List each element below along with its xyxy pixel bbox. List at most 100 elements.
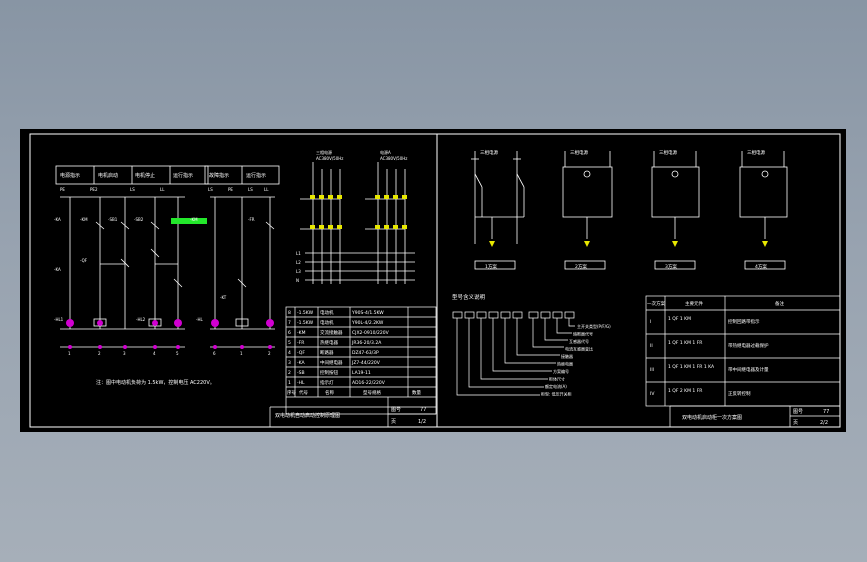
device-label: -SB2 <box>134 217 144 222</box>
terminal-numbers: 1 2 3 4 5 6 1 2 <box>68 351 271 356</box>
parts-cell-no: 5 <box>288 340 291 346</box>
table-header-cell: 代号 <box>299 389 308 396</box>
table-header-cell: 序号 <box>287 389 296 396</box>
parts-cell-name: 电动机 <box>320 309 334 316</box>
parts-cell-name: 交流接触器 <box>320 329 343 336</box>
device-label: -KA <box>54 267 61 272</box>
parts-cell-spec: JZ7-44/220V <box>351 360 381 366</box>
device-label: -HL <box>196 317 203 322</box>
device-label: -KM <box>190 217 198 222</box>
title-block-left: 双电动机自动启动控制原理图 图号 77 页 1/2 <box>275 407 426 425</box>
title-block-right: 双电动机启动柜一次方案图 图号 77 页 2/2 <box>682 409 829 426</box>
unit-scheme-label: 3方案 <box>665 263 677 270</box>
parts-cell-no: 7 <box>288 320 291 326</box>
device-label: -FR <box>248 217 255 222</box>
device-label: -KA <box>54 217 61 222</box>
device-labels: -KA -KM -SB1 -SB2 -KA -QF -HL1 -HL2 -KM … <box>54 217 255 322</box>
control-circuit <box>55 165 280 348</box>
sheet-label: 图号 <box>391 407 401 413</box>
scheme-cell-id: IV <box>650 391 655 397</box>
parts-cell-code: -SB <box>297 370 305 376</box>
bus-label: L3 <box>296 269 301 274</box>
device-label: -KT <box>220 295 227 300</box>
sub-header-label: LS <box>248 187 253 192</box>
device-label: -KM <box>80 217 88 222</box>
table-header-cell: 名称 <box>325 389 334 396</box>
table-header-cell: 型号规格 <box>363 389 381 396</box>
parts-cell-spec: AD16-22/220V <box>352 380 386 386</box>
model-code-item: 柜型: 低压开关柜 <box>541 391 572 397</box>
model-code-item: 热继电器 <box>557 361 573 367</box>
scheme-header-cell: 备注 <box>775 300 784 307</box>
bus-label: L1 <box>296 251 301 256</box>
parts-cell-code: -QF <box>297 350 305 356</box>
scheme-header-cell: 一次方案 <box>647 300 665 307</box>
model-code-item: 额定电流(A) <box>545 383 567 389</box>
model-code-item: 接触器 <box>561 353 573 359</box>
primary-arrows <box>489 241 768 247</box>
parts-cell-spec: CJX2-0910/220V <box>352 330 390 336</box>
table-header-cell: 数量 <box>412 389 421 396</box>
sub-header-label: LS <box>130 187 135 192</box>
drawing-sheet: 电源指示 电机启动 电机停止 运行指示 故障指示 运行指示 PE PE2 LS … <box>20 129 846 432</box>
parts-cell-no: 3 <box>288 360 291 366</box>
sub-header-label: LS <box>208 187 213 192</box>
terminal-number: 3 <box>123 351 126 356</box>
parts-cell-name: 中间继电器 <box>320 359 343 366</box>
feeder-markers <box>310 195 407 229</box>
scheme-cell-note: 带中间继电器及计量 <box>728 366 769 373</box>
header-cell: 电机启动 <box>98 172 118 179</box>
scheme-cell-elements: 1 QF 2 KM 1 FR <box>668 388 702 394</box>
parts-cell-spec: JR36-20/3.2A <box>351 340 382 346</box>
feeder-top-label: AC380V/50Hz <box>380 156 407 161</box>
terminal-number: 2 <box>268 351 271 356</box>
device-label: -HL2 <box>136 317 146 322</box>
parts-cell-no: 1 <box>288 380 291 386</box>
model-code-item: 主开关类型(P/F/G) <box>577 323 611 329</box>
terminal-markers <box>66 319 274 349</box>
parts-cell-no: 6 <box>288 330 291 336</box>
header-cell: 故障指示 <box>209 172 229 179</box>
sub-header-label: PE <box>228 187 233 192</box>
feeder-top-label: 三相电源 <box>316 149 332 155</box>
terminal-number: 5 <box>176 351 179 356</box>
unit-scheme-label: 2方案 <box>575 263 587 270</box>
device-label: -HL1 <box>54 317 64 322</box>
parts-cell-spec: Y90S-4/1.5KW <box>351 310 384 316</box>
header-cell: 运行指示 <box>246 172 266 179</box>
sub-header-label: PE <box>60 187 65 192</box>
drawing-title: 双电动机自动启动控制原理图 <box>275 412 340 419</box>
sheet-number: 77 <box>823 409 829 415</box>
feeder-labels: 三相电源 AC380V/50Hz 电源A AC380V/50Hz L1 L2 L… <box>296 149 407 283</box>
highlight-marker <box>171 218 207 224</box>
schematic-canvas: 电源指示 电机启动 电机停止 运行指示 故障指示 运行指示 PE PE2 LS … <box>29 133 841 428</box>
parts-cell-name: 电动机 <box>320 319 334 326</box>
unit-top-label: 三相电源 <box>480 149 498 156</box>
parts-cell-name: 控制按钮 <box>320 369 338 376</box>
sheet-label: 图号 <box>793 409 803 415</box>
parts-cell-name: 指示灯 <box>320 379 334 386</box>
title-block-right-frame <box>669 405 840 427</box>
terminal-number: 2 <box>98 351 101 356</box>
header-cell: 运行指示 <box>173 172 193 179</box>
model-code-items: 主开关类型(P/F/G)熔断器代号互感器代号电流互感器变比接触器热继电器方案编号… <box>541 323 611 397</box>
page-number: 1/2 <box>418 419 426 425</box>
parts-cell-name: 断路器 <box>320 349 334 356</box>
parts-cell-spec: LA19-11 <box>352 370 371 376</box>
primary-unit-labels: 三相电源 三相电源 三相电源 三相电源 1方案 2方案 3方案 4方案 <box>480 149 767 270</box>
parts-cell-code: -FR <box>297 340 304 346</box>
header-cell: 电机停止 <box>135 172 155 179</box>
page-label: 页 <box>391 419 396 425</box>
bus-label: N <box>296 278 299 283</box>
parts-cell-name: 热继电器 <box>320 339 338 346</box>
feeder-diagram <box>300 162 415 284</box>
scheme-cell-id: I <box>650 319 651 325</box>
scheme-table-header: 一次方案 主要元件 备注 <box>647 300 784 307</box>
title-block-left-frame <box>269 406 436 427</box>
unit-top-label: 三相电源 <box>659 149 677 156</box>
parts-cell-spec: Y90L-4/2.2KW <box>351 320 384 326</box>
control-note: 注：图中电动机负荷为 1.5kW，控制电压 AC220V。 <box>96 379 215 386</box>
page-number: 2/2 <box>820 420 828 426</box>
scheme-cell-id: II <box>650 343 653 349</box>
